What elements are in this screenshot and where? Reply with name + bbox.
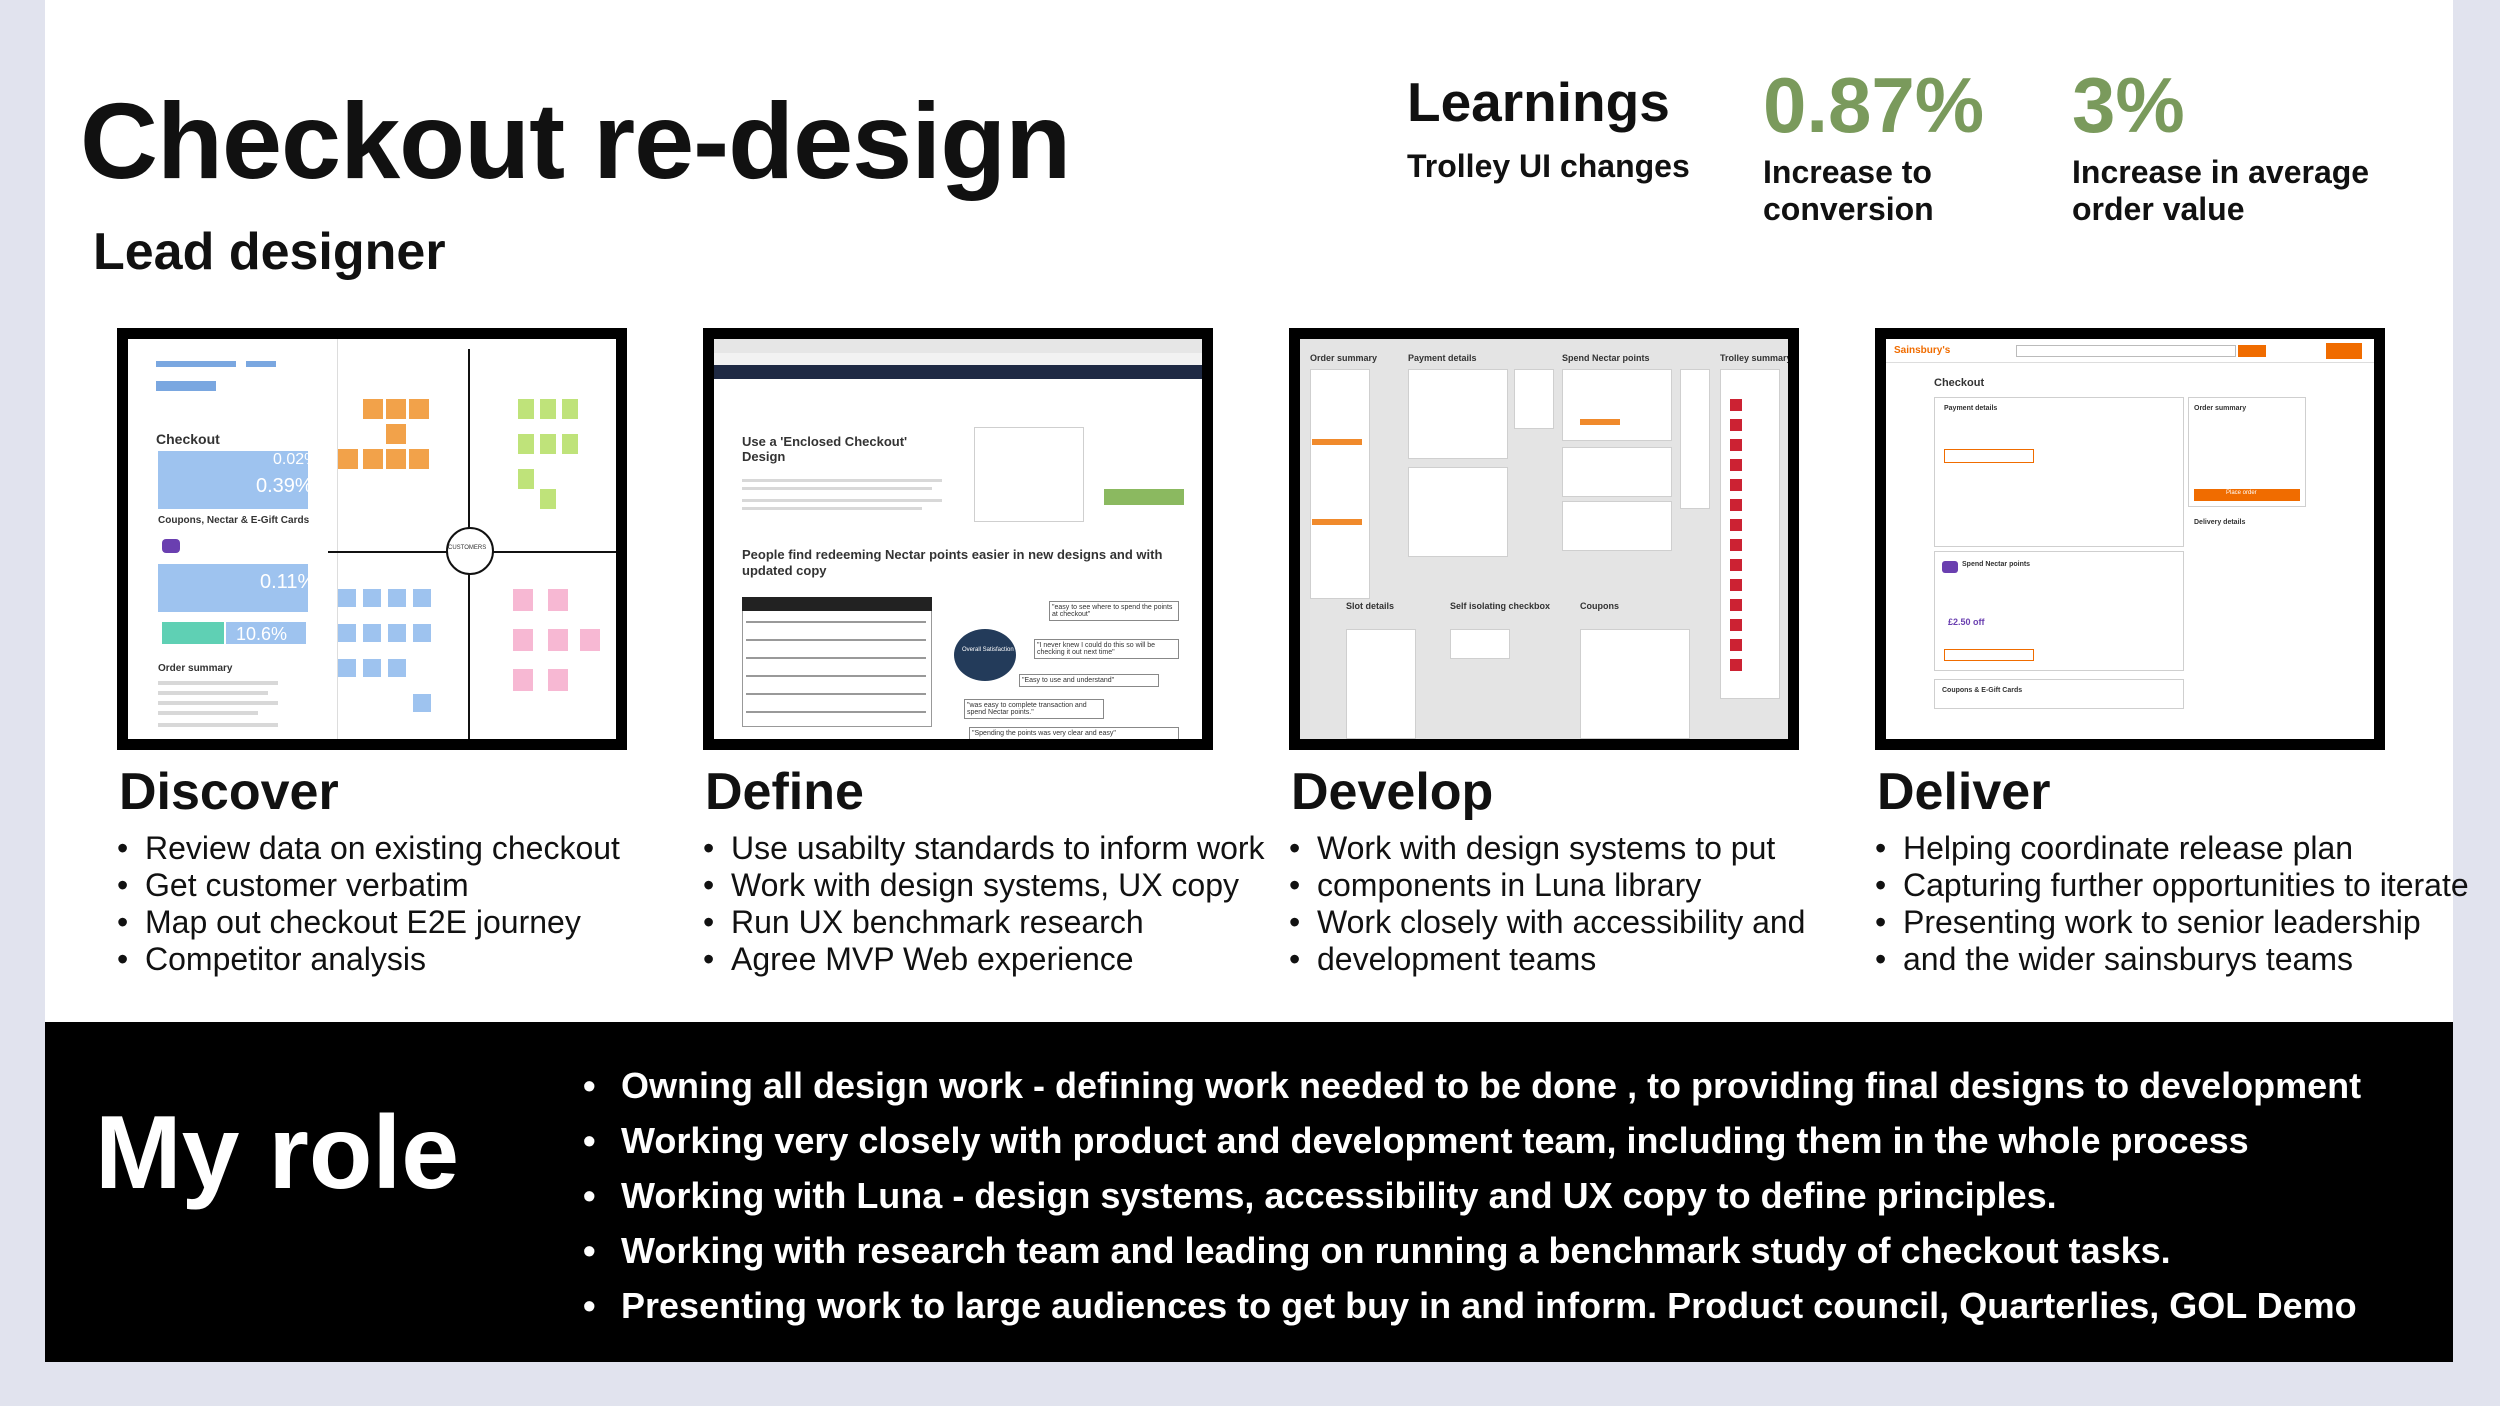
learnings-heading: Learnings — [1407, 71, 1670, 133]
deliver-thumbnail: Sainsbury's Checkout Payment details Ord… — [1875, 328, 2385, 750]
list-item: Working with research team and leading o… — [583, 1223, 2361, 1278]
metric-conversion: 0.87% Increase to conversion — [1763, 62, 1984, 228]
page-subtitle: Lead designer — [93, 223, 446, 281]
stage-deliver: Sainsbury's Checkout Payment details Ord… — [1875, 328, 2469, 978]
discover-thumbnail: Checkout 0.02% 0.39% Coupons, Nectar & E… — [117, 328, 627, 750]
deliver-final-checkout: Sainsbury's Checkout Payment details Ord… — [1886, 339, 2374, 739]
page-title: Checkout re-design — [80, 80, 1071, 201]
develop-component-library: Order summary Payment details Spend Nect… — [1300, 339, 1788, 739]
stage-define: Use a 'Enclosed Checkout' Design People … — [703, 328, 1265, 978]
stage-discover: Checkout 0.02% 0.39% Coupons, Nectar & E… — [117, 328, 627, 978]
list-item: Capturing further opportunities to itera… — [1875, 867, 2469, 904]
stage-develop: Order summary Payment details Spend Nect… — [1289, 328, 1805, 978]
stage-title: Define — [705, 763, 864, 821]
define-thumbnail: Use a 'Enclosed Checkout' Design People … — [703, 328, 1213, 750]
stage-title: Discover — [119, 763, 339, 821]
sainsburys-logo: Sainsbury's — [1894, 345, 1951, 356]
define-guideline-title: Use a 'Enclosed Checkout' Design — [742, 434, 908, 464]
discover-journey-map: Checkout 0.02% 0.39% Coupons, Nectar & E… — [128, 339, 616, 739]
list-item: Agree MVP Web experience — [703, 941, 1213, 978]
stage-bullets: Work with design systems to put componen… — [1289, 830, 1805, 978]
stage-bullets: Use usabilty standards to inform work Wo… — [703, 830, 1265, 978]
list-item: Owning all design work - defining work n… — [583, 1058, 2361, 1113]
list-item: Get customer verbatim — [117, 867, 627, 904]
list-item: and the wider sainsburys teams — [1875, 941, 2385, 978]
list-item: Presenting work to large audiences to ge… — [583, 1278, 2361, 1333]
stage-title: Develop — [1291, 763, 1494, 821]
metric-label: Increase to conversion — [1763, 154, 1934, 227]
role-title: My role — [95, 1095, 460, 1211]
develop-thumbnail: Order summary Payment details Spend Nect… — [1289, 328, 1799, 750]
metric-label: Increase in average order value — [2072, 154, 2370, 227]
list-item: Use usabilty standards to inform work — [703, 830, 1265, 867]
stage-bullets: Helping coordinate release plan Capturin… — [1875, 830, 2469, 978]
metric-order-value: 3% Increase in average order value — [2072, 62, 2369, 228]
list-item: Competitor analysis — [117, 941, 627, 978]
list-item: Review data on existing checkout — [117, 830, 627, 867]
list-item: Working very closely with product and de… — [583, 1113, 2361, 1168]
list-item: development teams — [1289, 941, 1799, 978]
list-item: Presenting work to senior leadership — [1875, 904, 2421, 941]
my-role-section: My role Owning all design work - definin… — [45, 1022, 2453, 1362]
list-item: Work with design systems, UX copy — [703, 867, 1239, 904]
metric-value: 0.87% — [1763, 61, 1985, 149]
define-research-findings: Use a 'Enclosed Checkout' Design People … — [714, 339, 1202, 739]
stage-bullets: Review data on existing checkout Get cus… — [117, 830, 627, 978]
list-item: Work closely with accessibility and — [1289, 904, 1805, 941]
list-item: Run UX benchmark research — [703, 904, 1213, 941]
discover-checkout-label: Checkout — [156, 431, 220, 447]
role-bullets: Owning all design work - defining work n… — [583, 1058, 2361, 1333]
list-item: Work with design systems to put — [1289, 830, 1799, 867]
list-item: Working with Luna - design systems, acce… — [583, 1168, 2361, 1223]
list-item: components in Luna library — [1289, 867, 1799, 904]
list-item: Helping coordinate release plan — [1875, 830, 2385, 867]
metric-value: 3% — [2072, 61, 2185, 149]
define-finding: People find redeeming Nectar points easi… — [742, 547, 1163, 578]
learnings-subheading: Trolley UI changes — [1407, 148, 1690, 184]
stage-title: Deliver — [1877, 763, 2051, 821]
list-item: Map out checkout E2E journey — [117, 904, 627, 941]
